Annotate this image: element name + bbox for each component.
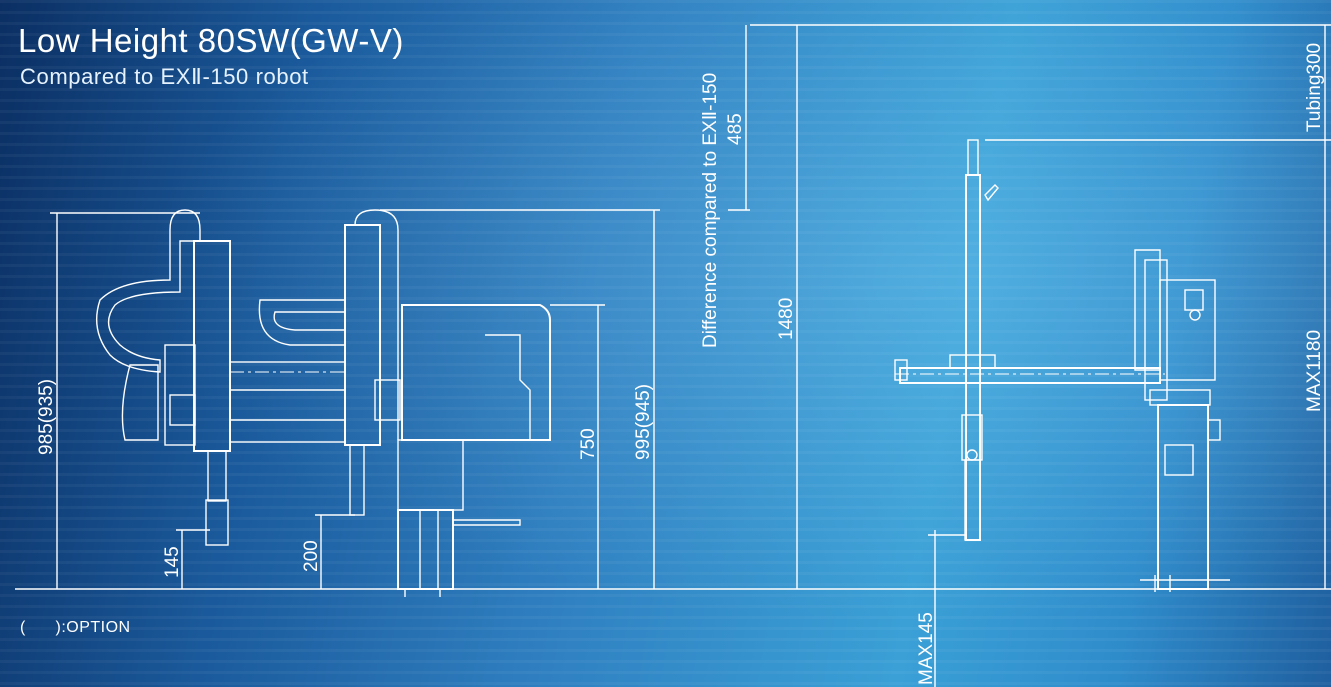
cable-loop-left (96, 209, 201, 373)
bracket-left (121, 364, 159, 441)
dim-145-label: 145 (162, 546, 183, 578)
dim-485-label: 485 (725, 113, 746, 145)
difference-label: Difference compared to EXⅡ-150 (700, 73, 721, 348)
arm-joint (966, 449, 978, 461)
machine-body (401, 304, 551, 441)
cable-loop-right (354, 209, 399, 440)
page-subtitle: Compared to EXⅡ-150 robot (20, 64, 309, 89)
traverse-beam (229, 361, 346, 443)
robot-left-drawing (96, 209, 551, 597)
dim-985-label: 985(935) (36, 379, 57, 455)
tubing-label: Tubing300 (1304, 43, 1325, 132)
machine-panel (485, 334, 531, 440)
beam-end (894, 359, 908, 381)
control-top (1184, 289, 1204, 311)
cable-loop-mid (258, 299, 346, 346)
vertical-arm-left (193, 240, 231, 452)
dim-995-label: 995(945) (633, 384, 654, 460)
tower-rail (1144, 259, 1168, 401)
left-dimensions (50, 209, 660, 589)
control-knob (1189, 309, 1201, 321)
robot-right-drawing (894, 139, 1230, 592)
dim-1480-label: 1480 (776, 298, 797, 340)
motor-left (169, 394, 196, 426)
side-fitting (1207, 419, 1221, 441)
max145-label: MAX145 (916, 612, 937, 685)
dim-200-label: 200 (301, 540, 322, 572)
column-cap (1149, 389, 1211, 406)
regulator (1164, 444, 1194, 476)
arm-lower (964, 459, 981, 541)
stand-arm (453, 519, 521, 526)
gripper-shaft-left (207, 450, 227, 502)
page-title: Low Height 80SW(GW-V) (18, 22, 404, 59)
motor-right (374, 379, 401, 421)
column (1157, 404, 1209, 590)
option-legend: ( ):OPTION (20, 619, 131, 636)
arm-top (967, 139, 979, 176)
beam-clamp (949, 354, 996, 369)
base-unit (397, 439, 464, 511)
arm-lever (984, 184, 999, 202)
gripper-shaft-right (349, 444, 365, 516)
gripper-head-left (205, 499, 229, 546)
horizontal-beam (899, 367, 1161, 384)
base-stand (397, 509, 454, 590)
vertical-arm (965, 174, 981, 541)
max1180-label: MAX1180 (1304, 330, 1325, 412)
control-box (1159, 279, 1216, 381)
tower-frame (1134, 249, 1161, 371)
dim-750-label: 750 (578, 428, 599, 460)
right-dimensions (728, 24, 1331, 687)
